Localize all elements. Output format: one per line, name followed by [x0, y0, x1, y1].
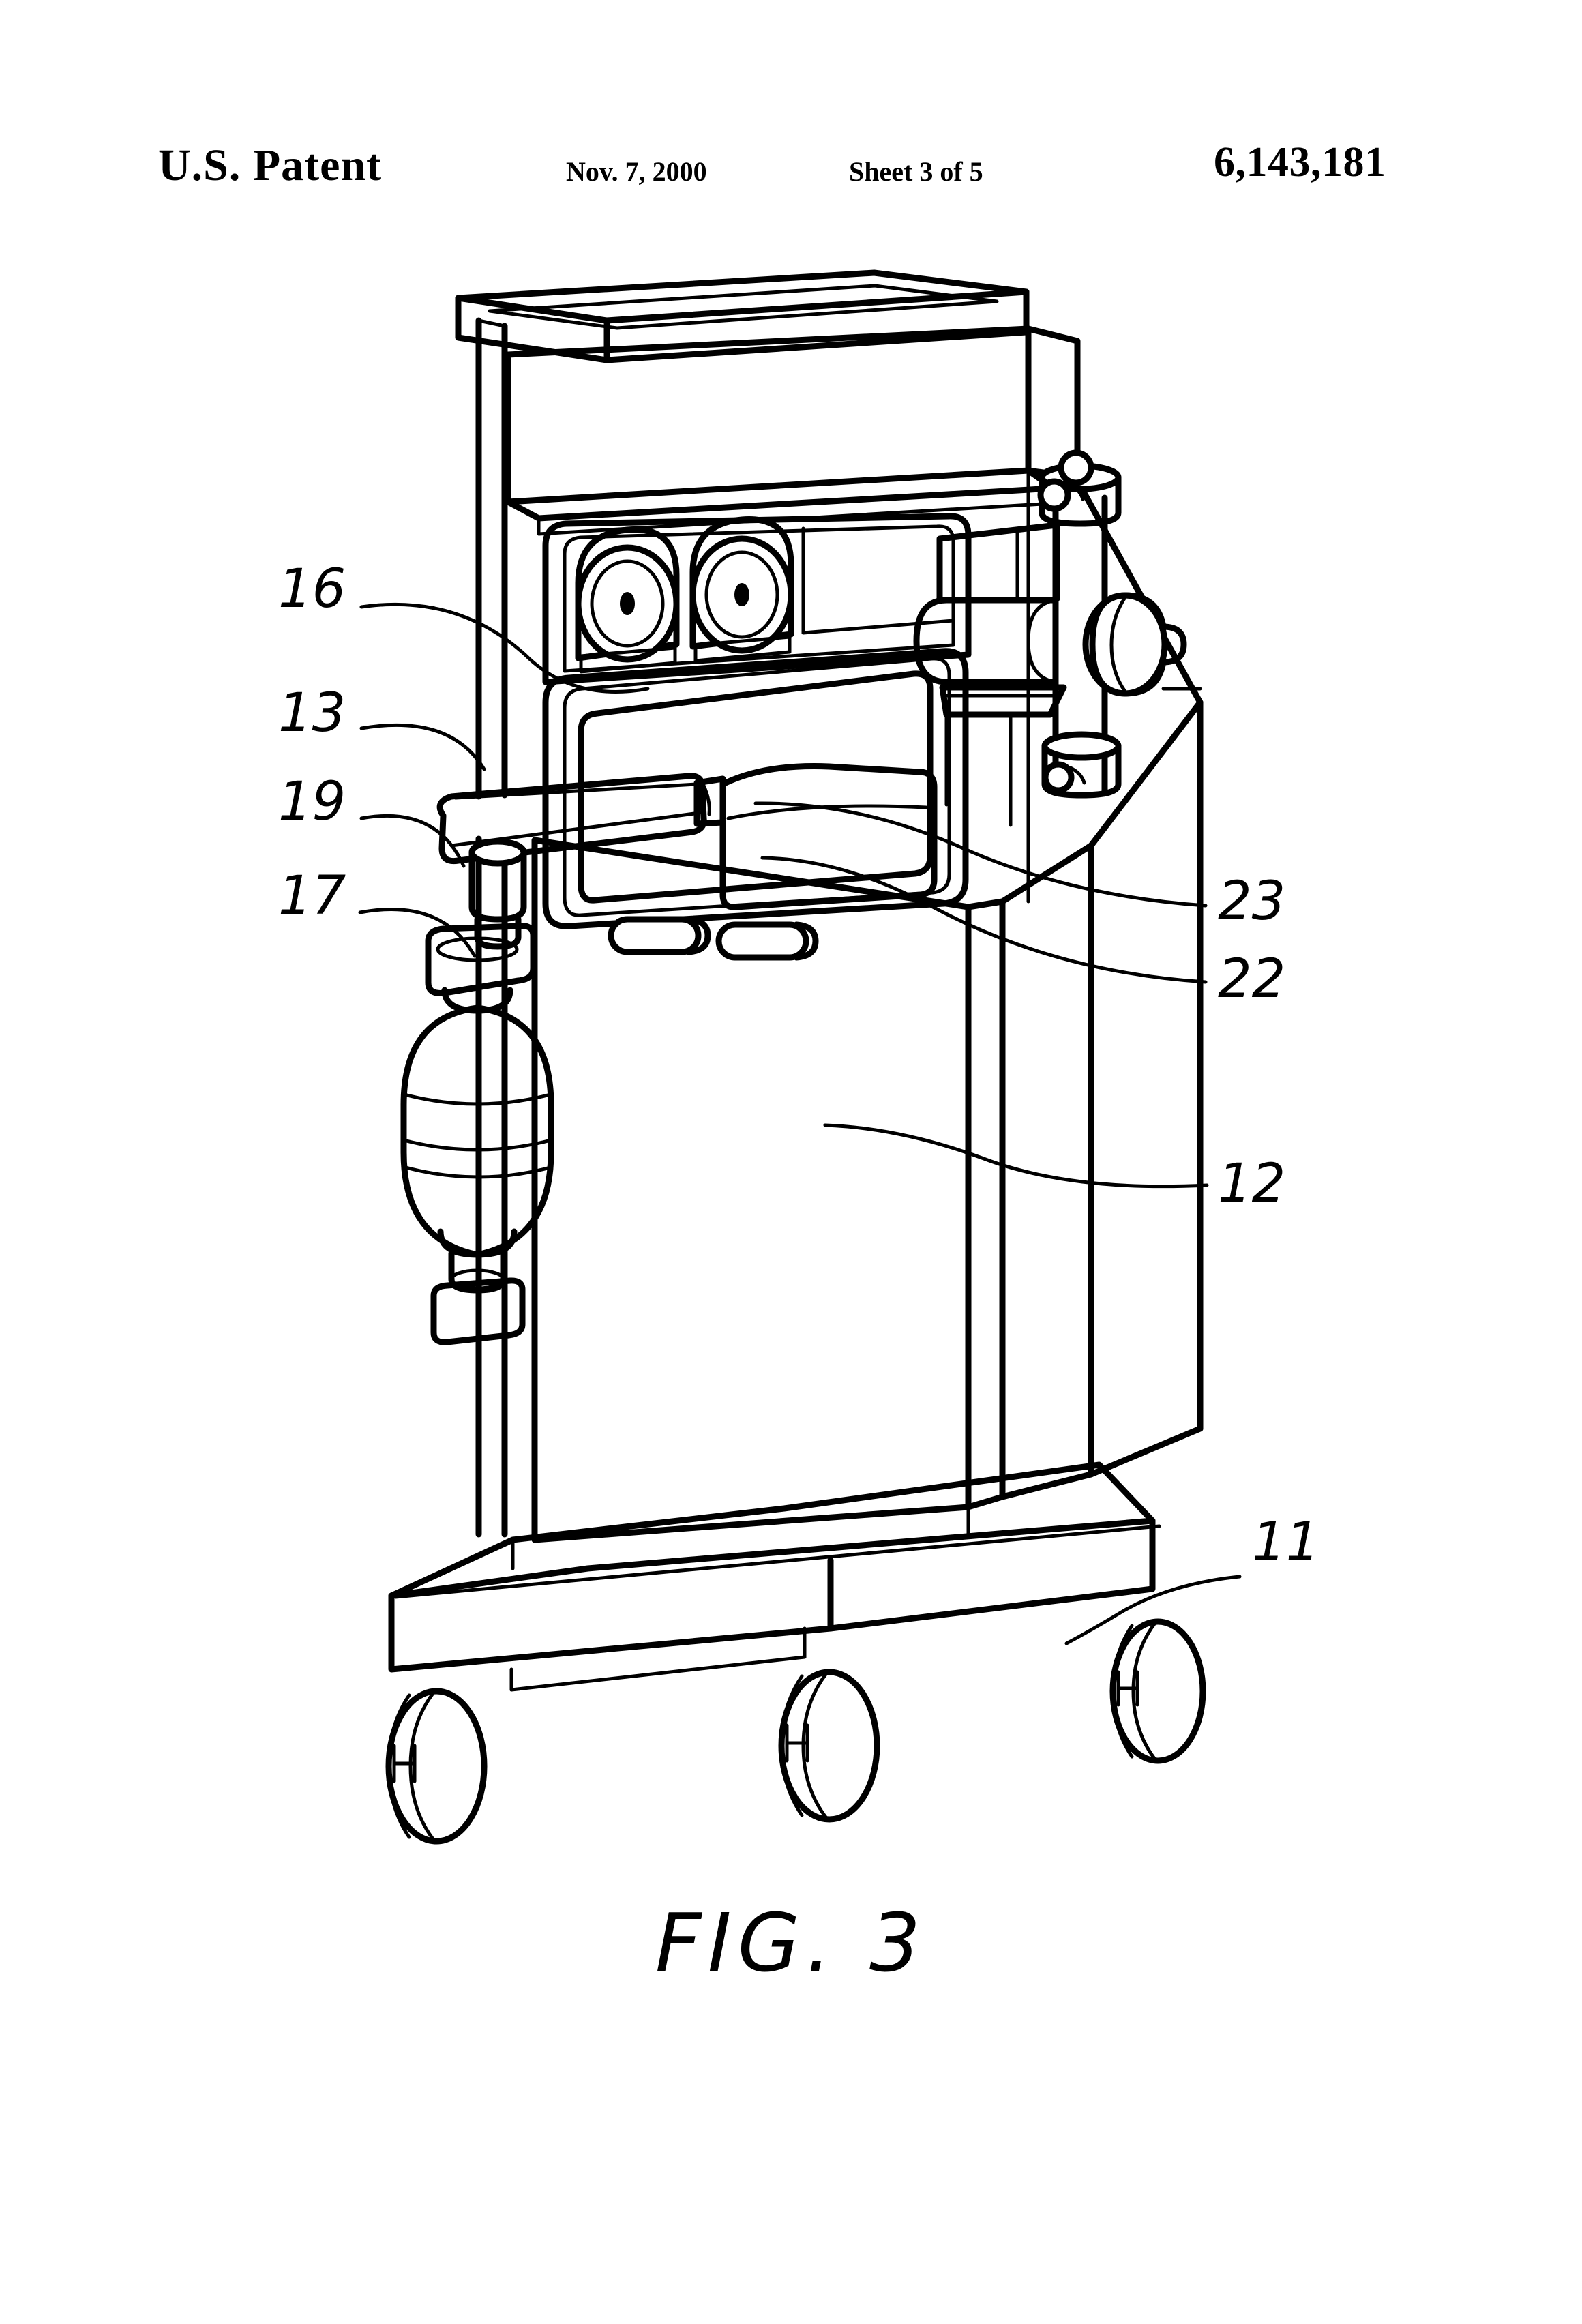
vaporizer-bay [542, 513, 972, 685]
ref-numeral-19: 19 [278, 771, 346, 833]
patent-office-title: U.S. Patent [158, 140, 383, 190]
ref-numeral-22: 22 [1218, 949, 1285, 1010]
control-module-lower[interactable] [719, 763, 938, 910]
figure-caption: FIG. 3 [655, 1896, 927, 1990]
patent-header: U.S. Patent Nov. 7, 2000 Sheet 3 of 5 6,… [0, 0, 1582, 225]
adjust-knob[interactable] [1082, 592, 1187, 697]
gas-cylinder [913, 522, 1067, 827]
caster-front-left [385, 1688, 488, 1845]
caster-rear-right [1109, 1618, 1206, 1764]
vertical-pole [475, 317, 508, 1538]
patent-number: 6,143,181 [1214, 139, 1386, 185]
ref-numeral-17: 17 [278, 865, 346, 927]
side-rail-assembly [913, 449, 1202, 827]
top-shelf [455, 269, 1030, 363]
breathing-bag-assembly [400, 838, 554, 1345]
vaporizer-dial-left[interactable] [575, 526, 680, 674]
leader-lines [358, 602, 1242, 1645]
ref-numeral-23: 23 [1218, 871, 1285, 932]
drawer-handle-right[interactable] [715, 921, 819, 961]
vaporizer-dial-right[interactable] [689, 516, 794, 663]
rail-clamp-lower[interactable] [1041, 731, 1122, 799]
drawer-handle-left[interactable] [608, 916, 711, 955]
reference-numerals: 16 13 19 17 23 22 12 11 [278, 558, 1319, 1573]
ref-numeral-16: 16 [278, 558, 346, 620]
ref-numeral-11: 11 [1252, 1512, 1319, 1573]
sheet-number: Sheet 3 of 5 [849, 156, 983, 187]
caster-front-center [778, 1669, 880, 1823]
ref-numeral-13: 13 [278, 683, 346, 744]
ref-numeral-12: 12 [1218, 1153, 1285, 1215]
wheeled-base [388, 1461, 1161, 1692]
rail-clamp-upper[interactable] [1037, 449, 1122, 527]
patent-issue-date: Nov. 7, 2000 [566, 156, 707, 187]
